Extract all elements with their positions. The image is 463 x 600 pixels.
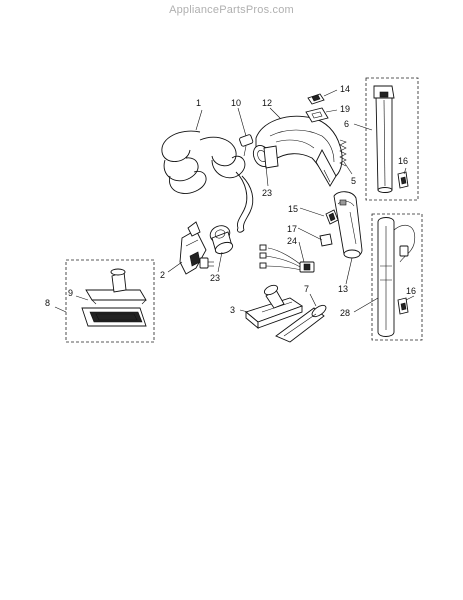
label-part-16-upper: 16 (398, 156, 408, 166)
label-part-2: 2 (160, 270, 165, 280)
lower-wand-part[interactable] (377, 217, 416, 337)
label-part-7: 7 (304, 284, 309, 294)
hose-part[interactable] (161, 130, 254, 233)
spring-part[interactable] (339, 139, 347, 167)
lower-wand-latch-part[interactable] (397, 297, 409, 315)
hose-connector-part[interactable] (239, 134, 254, 157)
label-part-5: 5 (351, 176, 356, 186)
label-part-15: 15 (288, 204, 298, 214)
label-part-23-lower: 23 (210, 273, 220, 283)
dusting-brush-part[interactable] (85, 268, 147, 305)
label-part-3: 3 (230, 305, 235, 315)
label-part-28: 28 (340, 308, 350, 318)
swivel-collar-part[interactable] (250, 143, 279, 170)
label-part-10: 10 (231, 98, 241, 108)
label-part-16-lower: 16 (406, 286, 416, 296)
crevice-tool-part[interactable] (275, 303, 328, 343)
upper-wand-group (365, 77, 419, 201)
wand-connector-part[interactable] (333, 191, 363, 259)
wand-latch-part[interactable] (397, 171, 409, 189)
label-part-23-upper: 23 (262, 188, 272, 198)
upper-wand-part[interactable] (373, 85, 395, 193)
label-part-6: 6 (344, 119, 349, 129)
brush-tool-group (65, 259, 155, 343)
hose-end-part[interactable] (179, 221, 214, 275)
clip-part[interactable] (325, 209, 339, 225)
floor-tool-part[interactable] (245, 283, 303, 329)
brush-insert-part[interactable] (81, 307, 147, 327)
label-part-24: 24 (287, 236, 297, 246)
label-part-8: 8 (45, 298, 50, 308)
leader-lines (54, 89, 415, 313)
label-part-19: 19 (340, 104, 350, 114)
lower-wand-group (371, 213, 423, 341)
switch-part[interactable] (307, 93, 325, 105)
label-part-1: 1 (196, 98, 201, 108)
watermark-text: AppliancePartsPros.com (169, 4, 294, 16)
small-clip-part[interactable] (319, 233, 333, 247)
wire-harness-part[interactable] (259, 244, 315, 273)
label-part-14: 14 (340, 84, 350, 94)
switch-housing-part[interactable] (305, 107, 329, 123)
label-part-13: 13 (338, 284, 348, 294)
label-part-9: 9 (68, 288, 73, 298)
label-part-17: 17 (287, 224, 297, 234)
label-part-12: 12 (262, 98, 272, 108)
collar-part[interactable] (208, 223, 234, 256)
